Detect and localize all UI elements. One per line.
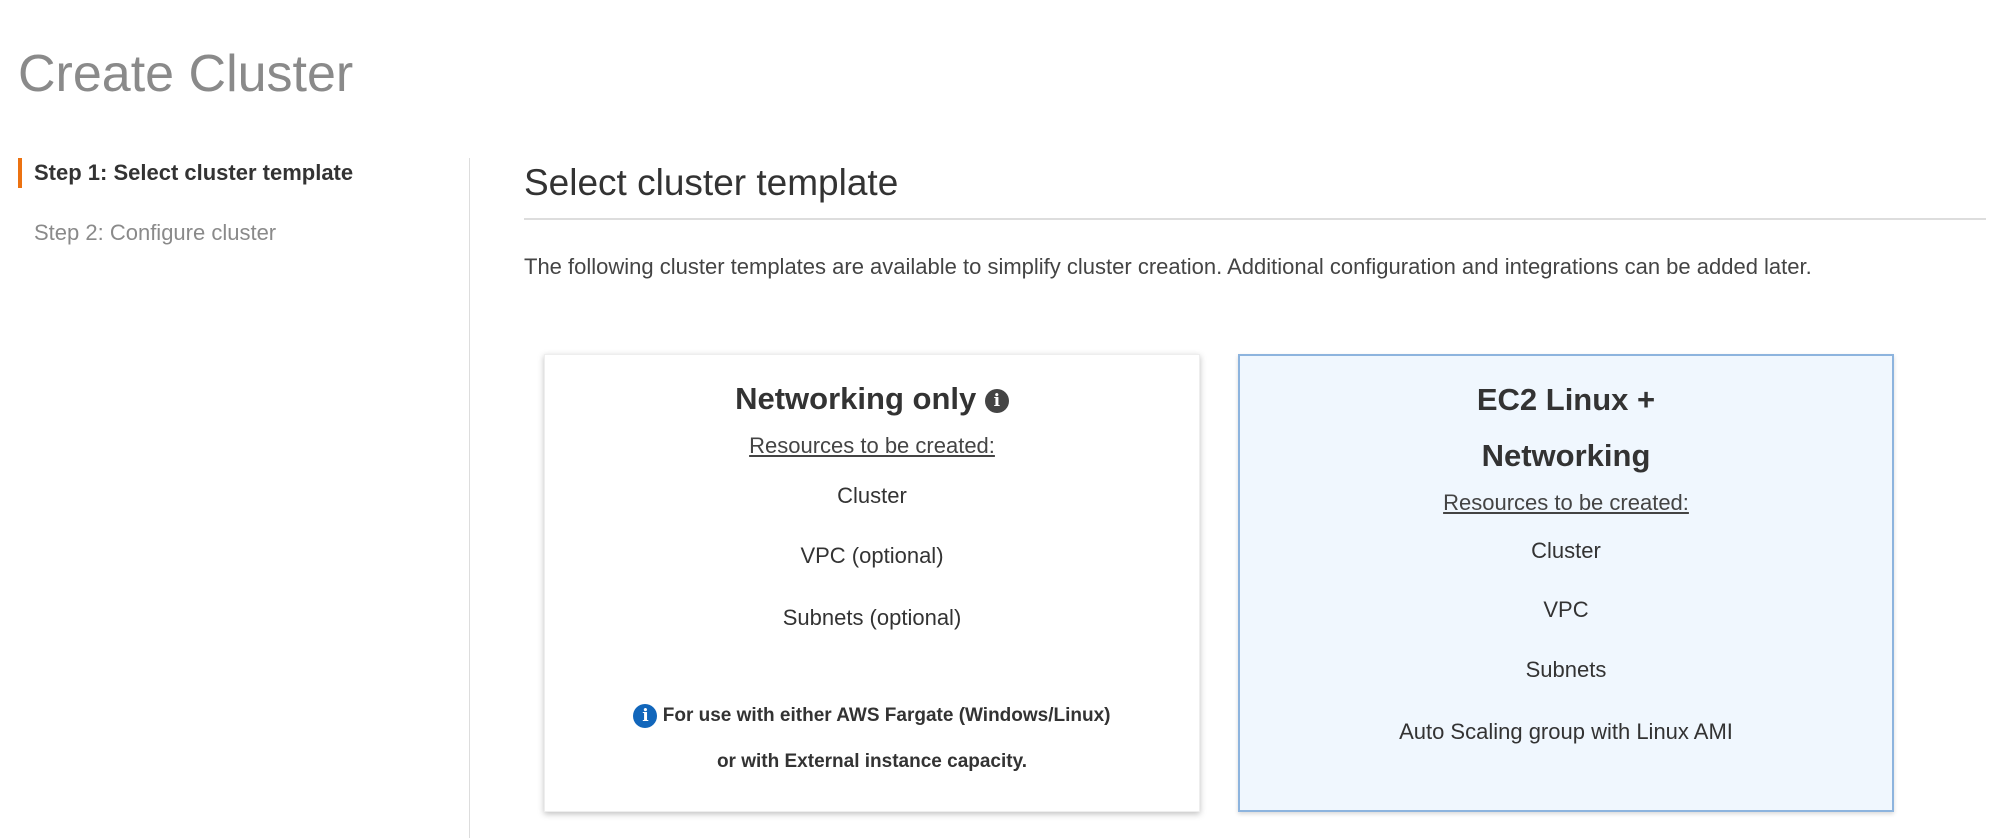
template-card-networking-only[interactable]: Networking only i Resources to be create…	[544, 354, 1200, 812]
info-icon: i	[633, 703, 658, 728]
resource-item: Auto Scaling group with Linux AMI	[1399, 719, 1733, 744]
info-icon[interactable]: i	[984, 388, 1009, 413]
card-title: EC2 Linux + Networking	[1476, 382, 1656, 473]
card-title: Networking only i	[545, 371, 1199, 427]
sidebar-step-2[interactable]: Step 2: Configure cluster	[34, 220, 277, 245]
page-title: Create Cluster	[18, 45, 354, 103]
sidebar-divider	[469, 158, 470, 838]
card-note: i For use with either AWS Fargate (Windo…	[545, 693, 1199, 785]
section-description: The following cluster templates are avai…	[524, 254, 1812, 279]
resource-item: Cluster	[1531, 538, 1601, 563]
resource-item: Cluster	[837, 483, 907, 508]
heading-divider	[524, 218, 1986, 220]
sidebar-step-1[interactable]: Step 1: Select cluster template	[18, 158, 353, 188]
resource-item: VPC	[1543, 597, 1589, 622]
template-card-ec2-linux-networking[interactable]: EC2 Linux + Networking Resources to be c…	[1238, 354, 1894, 812]
resources-label: Resources to be created:	[1443, 490, 1689, 515]
section-heading: Select cluster template	[524, 162, 899, 203]
resource-item: Subnets	[1525, 657, 1607, 682]
resource-item: Subnets (optional)	[782, 605, 962, 630]
resources-label: Resources to be created:	[749, 433, 995, 458]
resource-item: VPC (optional)	[800, 543, 944, 568]
